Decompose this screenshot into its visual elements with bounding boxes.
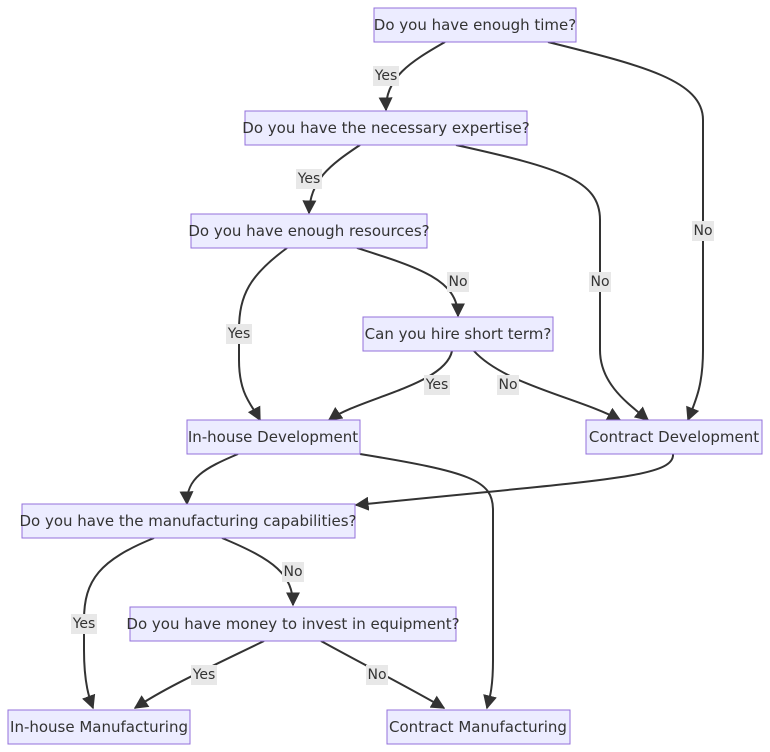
edge-label-time-expertise: Yes — [373, 66, 399, 86]
edge-inhouse-development-to-contract-manufacturing — [359, 453, 497, 710]
edge-label-time-contract-dev: No — [692, 221, 714, 241]
svg-text:No: No — [367, 667, 386, 683]
svg-text:In-house Development: In-house Development — [188, 428, 358, 446]
svg-text:Yes: Yes — [227, 326, 251, 342]
edge-time-to-expertise — [378, 41, 446, 112]
svg-text:Yes: Yes — [192, 667, 216, 683]
node-manufacturing-capabilities: Do you have the manufacturing capabiliti… — [19, 503, 357, 539]
edge-contract-development-to-manufacturing — [354, 453, 675, 511]
node-enough-resources: Do you have enough resources? — [188, 213, 430, 249]
edge-expertise-to-contract-development — [455, 144, 650, 421]
svg-text:Contract Manufacturing: Contract Manufacturing — [389, 718, 567, 736]
edge-money-to-inhouse-manufacturing — [133, 640, 265, 709]
svg-text:No: No — [590, 274, 609, 290]
edge-resources-to-hire — [356, 247, 465, 318]
edge-label-money-inhouse-mfg: Yes — [191, 665, 217, 685]
edge-label-money-contract-mfg: No — [366, 665, 388, 685]
edge-label-expertise-resources: Yes — [296, 169, 322, 189]
svg-text:Yes: Yes — [425, 377, 449, 393]
node-money-for-equipment: Do you have money to invest in equipment… — [126, 606, 460, 642]
edge-label-manufacturing-money: No — [282, 562, 304, 582]
edge-inhouse-development-to-manufacturing — [179, 453, 239, 506]
edge-manufacturing-to-money — [221, 537, 300, 607]
svg-text:Do you have enough time?: Do you have enough time? — [374, 16, 576, 34]
edge-label-resources-inhouse-dev: Yes — [226, 324, 252, 344]
edge-label-expertise-contract-dev: No — [589, 272, 611, 292]
edge-label-hire-contract-dev: No — [497, 375, 519, 395]
node-contract-development: Contract Development — [585, 419, 763, 455]
node-contract-manufacturing: Contract Manufacturing — [386, 709, 571, 745]
svg-text:Yes: Yes — [72, 616, 96, 632]
svg-text:Can you hire short term?: Can you hire short term? — [365, 325, 552, 343]
svg-text:In-house Manufacturing: In-house Manufacturing — [10, 718, 188, 736]
svg-text:No: No — [693, 223, 712, 239]
edge-time-to-contract-development — [547, 41, 704, 422]
edge-expertise-to-resources — [302, 144, 361, 215]
node-inhouse-development: In-house Development — [186, 419, 361, 455]
edge-label-resources-hire: No — [447, 272, 469, 292]
svg-text:No: No — [283, 564, 302, 580]
node-necessary-expertise: Do you have the necessary expertise? — [242, 110, 530, 146]
svg-text:Contract Development: Contract Development — [589, 428, 759, 446]
svg-text:Do you have money to invest in: Do you have money to invest in equipment… — [126, 615, 459, 633]
node-enough-time: Do you have enough time? — [373, 7, 577, 43]
node-inhouse-manufacturing: In-house Manufacturing — [7, 709, 191, 745]
svg-text:Yes: Yes — [374, 68, 398, 84]
edge-hire-to-contract-development — [473, 350, 622, 421]
svg-text:Do you have enough resources?: Do you have enough resources? — [188, 222, 429, 240]
node-hire-short-term: Can you hire short term? — [362, 316, 554, 352]
edge-label-manufacturing-inhouse-mfg: Yes — [71, 614, 97, 634]
svg-text:Do you have the necessary expe: Do you have the necessary expertise? — [242, 119, 529, 137]
edge-label-hire-inhouse-dev: Yes — [424, 375, 450, 395]
svg-text:No: No — [498, 377, 517, 393]
edge-hire-to-inhouse-development — [327, 350, 453, 421]
svg-text:No: No — [448, 274, 467, 290]
svg-text:Do you have the manufacturing: Do you have the manufacturing capabiliti… — [19, 512, 356, 530]
svg-text:Yes: Yes — [297, 171, 321, 187]
edge-money-to-contract-manufacturing — [320, 640, 446, 709]
